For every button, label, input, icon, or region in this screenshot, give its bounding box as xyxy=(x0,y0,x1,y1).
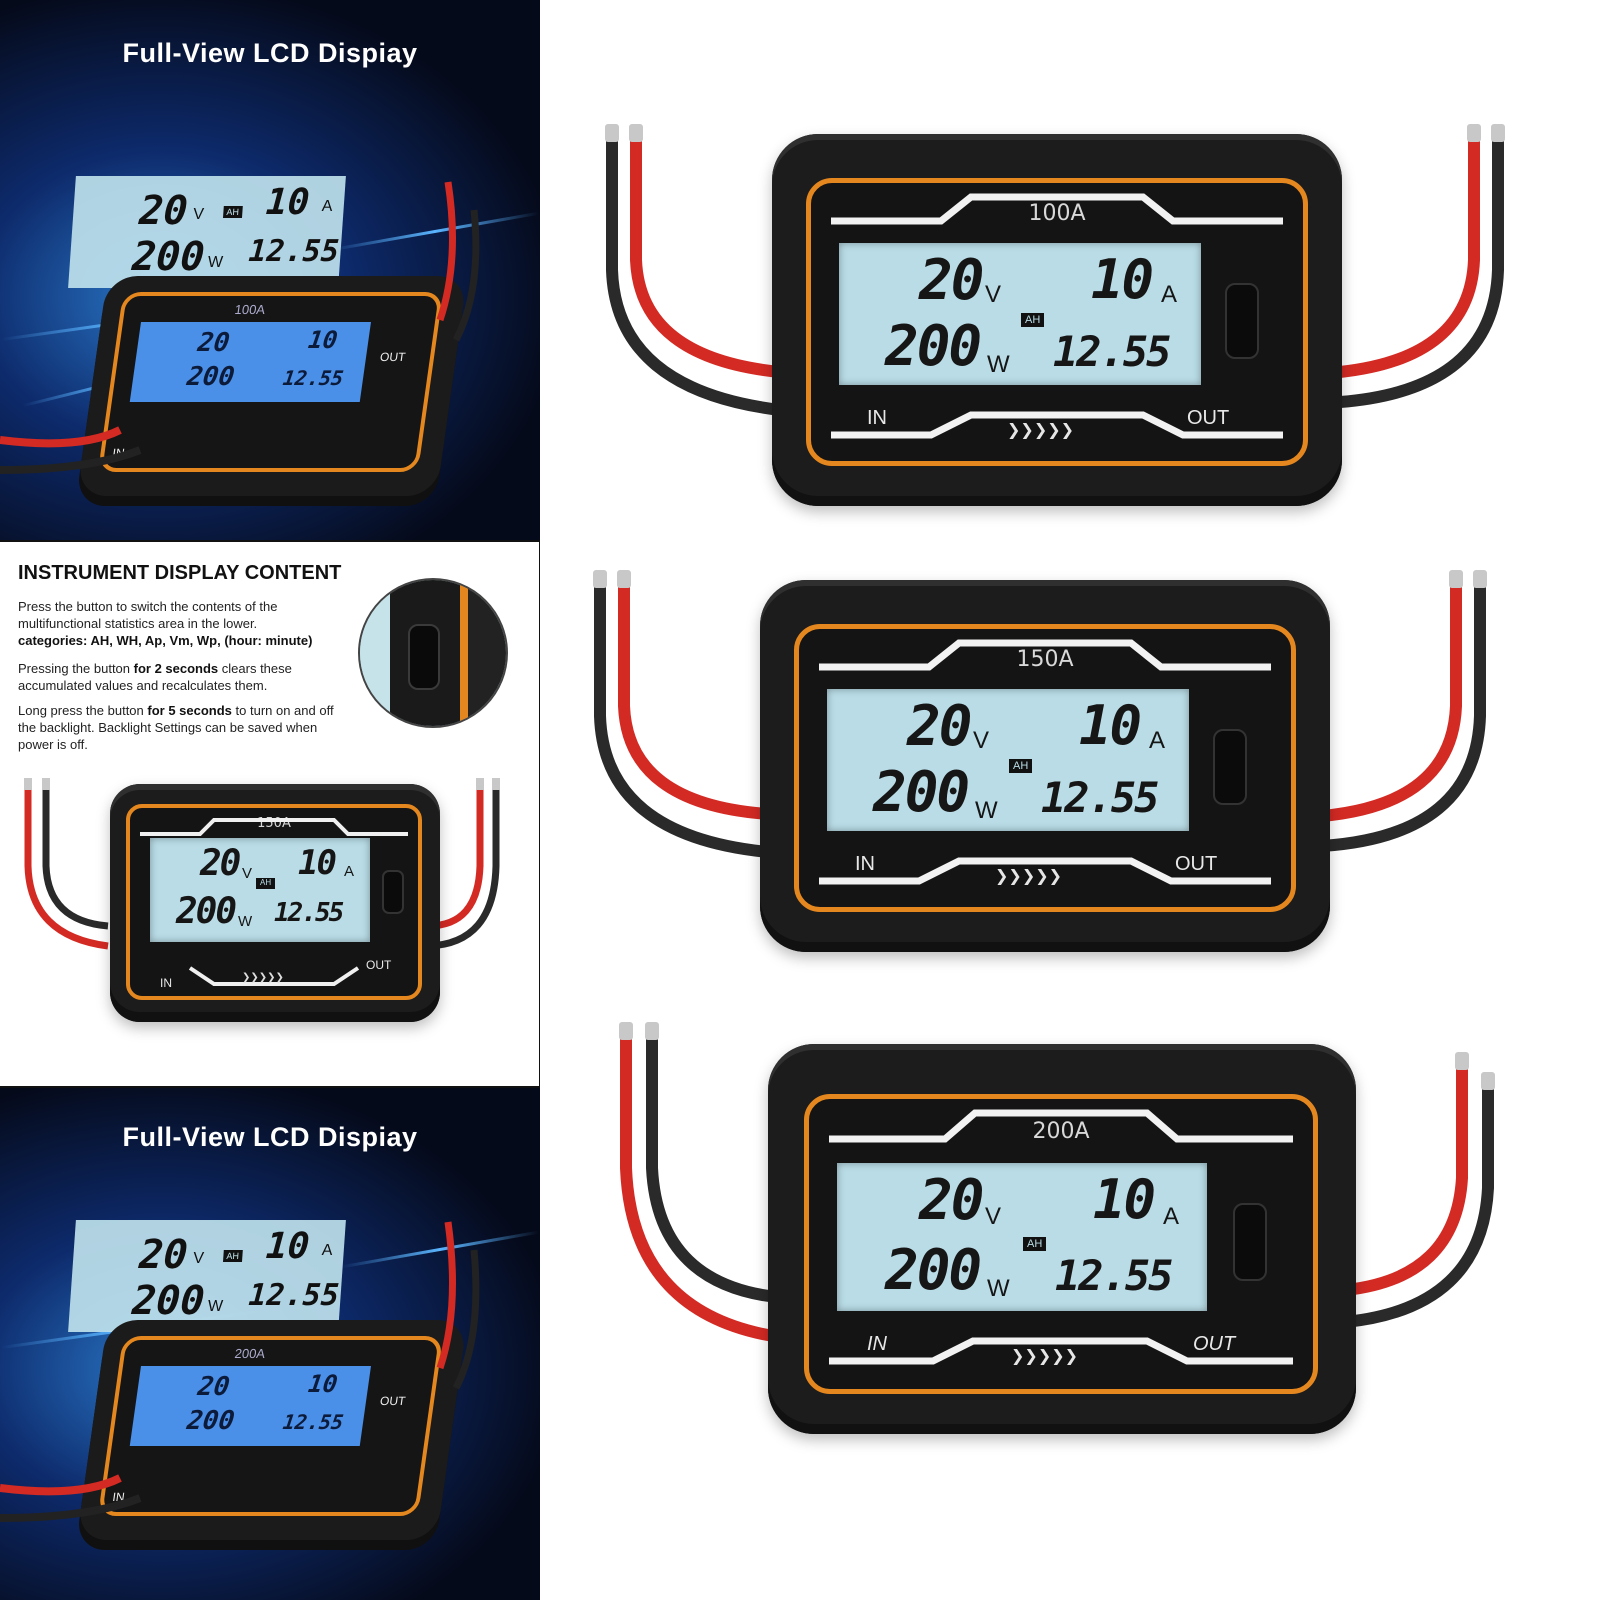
meter-body: ❯❯❯❯❯ 200A 20 V 10 A AH 200 W 12.55 IN O… xyxy=(768,1044,1356,1434)
svg-text:❯❯❯❯❯: ❯❯❯❯❯ xyxy=(1011,1346,1078,1365)
frame-decoration: ❯❯❯❯❯ xyxy=(140,818,408,986)
lcd-voltage: 20 xyxy=(907,694,972,759)
p3-post: to turn on and off the backlight. Backli… xyxy=(18,703,334,753)
lcd-current: 10 xyxy=(1093,1168,1156,1231)
p1-categories: categories: AH, WH, Ap, Vm, Wp, (hour: m… xyxy=(18,633,313,649)
lcd-screen: 20 V 10 A AH 200 W 12.55 xyxy=(837,1163,1207,1311)
lcd-power-unit: W xyxy=(238,913,253,930)
svg-text:❯❯❯❯❯: ❯❯❯❯❯ xyxy=(242,972,284,983)
lcd-ah-badge: AH xyxy=(1023,1237,1047,1252)
p2-pre: Pressing the button xyxy=(18,661,134,676)
lcd-voltage-unit: V xyxy=(985,1203,1002,1230)
zoom-lcd-edge xyxy=(360,580,390,726)
p3-pre: Long press the button xyxy=(18,703,148,718)
lcd-screen: 20 V 10 A AH 200 W 12.55 xyxy=(839,243,1201,385)
frame-decoration: ❯❯❯❯❯ xyxy=(831,193,1283,439)
meter-body: ❯❯❯❯❯ 150A 20 V 10 A AH 200 W 12.55 IN O… xyxy=(760,580,1330,952)
p2-post: clears these accumulated values and reca… xyxy=(18,661,292,694)
in-label: IN xyxy=(160,976,172,990)
lcd-ah-badge: AH xyxy=(1021,313,1045,328)
panel-title: Full-View LCD Dispiay xyxy=(122,1122,418,1152)
lcd-voltage-unit: V xyxy=(985,281,1002,308)
frame-decoration: ❯❯❯❯❯ xyxy=(829,1109,1293,1365)
p3-bold: for 5 seconds xyxy=(147,703,232,718)
wires-150a xyxy=(593,570,1487,858)
meter-device-100a: ❯❯❯❯❯ 100A 20 V 10 A AH 200 W 12.55 IN O… xyxy=(590,120,1550,520)
svg-text:❯❯❯❯❯: ❯❯❯❯❯ xyxy=(1007,420,1074,439)
in-label: IN xyxy=(855,853,875,875)
mode-button[interactable] xyxy=(1213,729,1247,805)
mode-button[interactable] xyxy=(1225,283,1259,359)
meter-frame: ❯❯❯❯❯ 150A 20 V 10 A AH 200 W 12.55 IN O… xyxy=(794,624,1296,912)
panel-full-view-top: Full-View LCD Dispiay 20 V 10 A AH 200 W… xyxy=(0,0,540,540)
wires-100a xyxy=(605,124,1505,416)
in-label: IN xyxy=(867,407,887,429)
zoom-button-icon xyxy=(408,624,440,690)
model-label: 100A xyxy=(1028,201,1086,226)
lcd-ah-badge: AH xyxy=(1009,759,1033,774)
lcd-voltage: 20 xyxy=(919,1168,984,1233)
model-label: 200A xyxy=(1032,1119,1090,1144)
perspective-wires xyxy=(0,1221,480,1522)
instructions-paragraph-1: Press the button to switch the contents … xyxy=(18,598,338,649)
lcd-voltage-unit: V xyxy=(973,727,990,754)
lcd-power: 200 xyxy=(873,760,970,825)
lcd-power: 200 xyxy=(885,314,982,379)
meter-body: 150A 20 V 10 A AH 200 W 12.55 IN OUT xyxy=(110,784,440,1022)
meter-device-150a: ❯❯❯❯❯ 150A 20 V 10 A AH 200 W 12.55 IN O… xyxy=(578,566,1538,966)
instructions-paragraph-3: Long press the button for 5 seconds to t… xyxy=(18,702,338,753)
frame-decoration: ❯❯❯❯❯ xyxy=(819,639,1271,885)
panel-title: Full-View LCD Dispiay xyxy=(122,38,418,68)
panel-instructions: INSTRUMENT DISPLAY CONTENT Press the but… xyxy=(0,540,540,1088)
lcd-power-unit: W xyxy=(975,797,998,824)
lcd-current-unit: A xyxy=(1161,281,1178,308)
mode-button[interactable] xyxy=(382,870,404,914)
lcd-stat-value: 12.55 xyxy=(274,898,344,928)
meter-device-small: 150A 20 V 10 A AH 200 W 12.55 IN OUT xyxy=(18,776,518,1056)
in-label: IN xyxy=(867,1333,887,1355)
lcd-screen: 20 V 10 A AH 200 W 12.55 xyxy=(150,838,370,942)
perspective-wires xyxy=(0,181,480,474)
lcd-current-unit: A xyxy=(1163,1203,1180,1230)
panel-full-view-bottom: Full-View LCD Dispiay 20 V 10 A AH 200 W… xyxy=(0,1088,540,1600)
lcd-power-unit: W xyxy=(987,1275,1010,1302)
meter-frame: 150A 20 V 10 A AH 200 W 12.55 IN OUT xyxy=(126,804,422,1000)
lcd-power: 200 xyxy=(885,1238,982,1303)
lcd-ah-badge: AH xyxy=(256,878,276,889)
meter-body: ❯❯❯❯❯ 100A 20 V 10 A AH 200 W 12.55 IN O… xyxy=(772,134,1342,506)
lcd-screen: 20 V 10 A AH 200 W 12.55 xyxy=(827,689,1189,831)
wires-200a xyxy=(619,1022,1495,1344)
lcd-stat-value: 12.55 xyxy=(1053,327,1171,376)
lcd-current: 10 xyxy=(1079,694,1142,757)
model-label: 150A xyxy=(1016,647,1074,672)
meter-frame: ❯❯❯❯❯ 200A 20 V 10 A AH 200 W 12.55 IN O… xyxy=(804,1094,1318,1394)
p1-text: Press the button to switch the contents … xyxy=(18,599,278,632)
p2-bold: for 2 seconds xyxy=(133,661,219,676)
instructions-title: INSTRUMENT DISPLAY CONTENT xyxy=(18,562,342,584)
out-label: OUT xyxy=(366,958,392,972)
lcd-voltage: 20 xyxy=(200,843,241,884)
mode-button[interactable] xyxy=(1233,1203,1267,1281)
lcd-voltage: 20 xyxy=(919,248,984,313)
out-label: OUT xyxy=(1187,407,1230,429)
lcd-stat-value: 12.55 xyxy=(1055,1251,1173,1300)
button-zoom-circle xyxy=(358,578,508,728)
meter-frame: ❯❯❯❯❯ 100A 20 V 10 A AH 200 W 12.55 IN O… xyxy=(806,178,1308,466)
lcd-power-unit: W xyxy=(987,351,1010,378)
lcd-current-unit: A xyxy=(344,863,355,880)
svg-text:❯❯❯❯❯: ❯❯❯❯❯ xyxy=(995,866,1062,885)
lcd-current-unit: A xyxy=(1149,727,1166,754)
out-label: OUT xyxy=(1193,1333,1236,1355)
out-label: OUT xyxy=(1175,853,1218,875)
zoom-orange-edge xyxy=(460,580,468,726)
lcd-stat-value: 12.55 xyxy=(1041,773,1159,822)
wires-small xyxy=(24,778,500,950)
lcd-current: 10 xyxy=(1091,248,1154,311)
instructions-paragraph-2: Pressing the button for 2 seconds clears… xyxy=(18,660,338,694)
meter-device-200a: ❯❯❯❯❯ 200A 20 V 10 A AH 200 W 12.55 IN O… xyxy=(606,1018,1566,1438)
lcd-current: 10 xyxy=(298,843,337,883)
zoom-body-right xyxy=(468,580,506,726)
lcd-voltage-unit: V xyxy=(242,865,253,882)
lcd-power: 200 xyxy=(176,891,237,932)
